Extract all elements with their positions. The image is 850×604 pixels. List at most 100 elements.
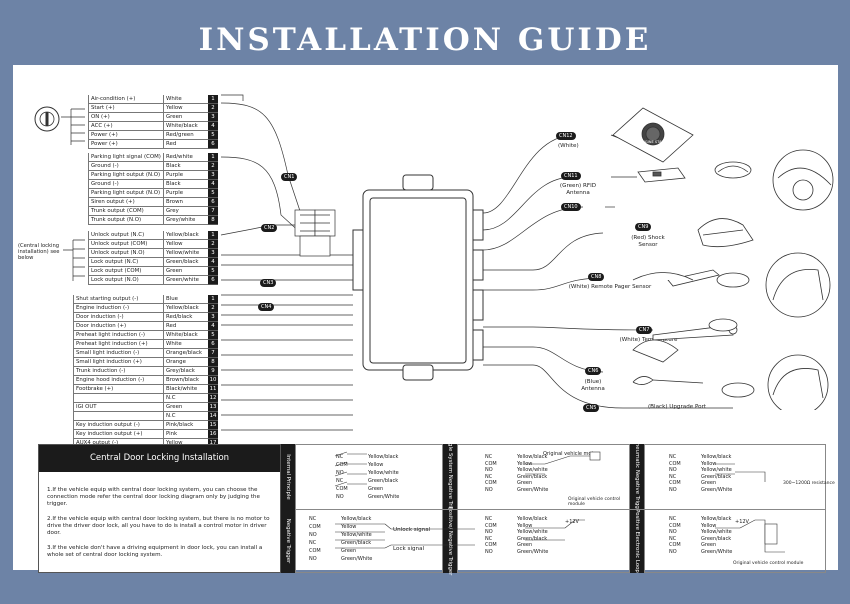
wire-color-label: Green/black (517, 535, 548, 542)
wire-function: Preheat light induction (-) (73, 331, 163, 340)
wire-function: Door induction (-) (73, 313, 163, 322)
wire-color: Green (163, 113, 208, 122)
wire-color: Red/white (163, 153, 208, 162)
wire-function: Start (+) (88, 104, 163, 113)
wire-color: Grey/white (163, 216, 208, 225)
wire-function (73, 412, 163, 421)
wire-color: Green (163, 267, 208, 276)
wire-color: White/black (163, 122, 208, 131)
engine-button-label: ENGINE START STOP (640, 140, 677, 144)
terminal-label: COM (669, 460, 681, 467)
wire-color: Black (163, 180, 208, 189)
bottom-panel-c (644, 444, 826, 573)
terminal-label: COM (669, 480, 681, 486)
wire-function: ON (+) (88, 113, 163, 122)
wire-pin-number: 6 (208, 340, 218, 349)
connector-cn10: CN10 (561, 203, 581, 211)
wire-color: Purple (163, 189, 208, 198)
wire-function: Air-condition (+) (88, 95, 163, 104)
terminal-label: NO (669, 529, 677, 535)
wire-pin-number: 3 (208, 171, 218, 180)
wire-pin-number: 3 (208, 113, 218, 122)
wire-function: Parking light output (N.O) (88, 171, 163, 180)
wire-pin-number: 6 (208, 276, 218, 285)
plus12v-label-2: +12V (735, 519, 749, 525)
connector-cn6: CN6 (585, 367, 602, 375)
terminal-label: COM (336, 486, 348, 492)
terminal-label: COM (309, 548, 321, 554)
terminal-label: COM (485, 480, 497, 486)
terminal-label: NO (669, 486, 677, 493)
wire-function: IGI OUT (73, 403, 163, 412)
main-control-module (352, 174, 484, 381)
wire-function: Trunk output (N.O) (88, 216, 163, 225)
wire-function: Lock output (N.C) (88, 258, 163, 267)
terminal-label: COM (485, 522, 497, 529)
wire-color: N.C (163, 412, 208, 421)
wire-pin-number: 1 (208, 231, 218, 240)
wire-color: Grey/black (163, 367, 208, 376)
wire-function: Parking light signal (COM) (88, 153, 163, 162)
negative-trigger-tab: Negative Trigger (281, 509, 295, 573)
cn8-label: (White) Remote Pager Sensor (568, 284, 652, 290)
lock-signal-label: Lock signal (393, 546, 425, 552)
wire-color-label: Yellow (368, 462, 384, 468)
wire-color-label: Green/White (341, 556, 373, 562)
original-control-module-label: Original vehicle control module (568, 497, 621, 507)
wire-color-label: Yellow/black (517, 516, 548, 522)
wire-color: Orange (163, 358, 208, 367)
terminal-label: COM (485, 460, 497, 467)
single-system-tab: Single System Negative Trigger (443, 434, 457, 519)
wire-color-label: Green/White (368, 494, 400, 500)
wire-color-label: Yellow (517, 460, 533, 467)
wire-color: Yellow (163, 104, 208, 113)
wire-function: ACC (+) (88, 122, 163, 131)
central-door-locking-panel: Central Door Locking Installation 1.If t… (38, 444, 281, 573)
wire-color-label: Green (701, 542, 717, 548)
wire-pin-number: 7 (208, 349, 218, 358)
wire-pin-number: 4 (208, 322, 218, 331)
positive-electronic-loop-tab: Positive Electronic Loop (630, 509, 644, 573)
wire-function: Power (+) (88, 131, 163, 140)
wire-color: Blue (163, 295, 208, 304)
bottom-panel-b (457, 444, 630, 573)
terminal-label: NC (485, 516, 493, 522)
internal-principle-tab: Internal Principle (281, 444, 295, 509)
wire-color-label: Yellow/black (701, 454, 732, 460)
wire-color: Pink (163, 430, 208, 439)
connector-cn12: CN12 (556, 132, 576, 140)
terminal-label: NC (336, 478, 344, 484)
wire-pin-number: 14 (208, 412, 218, 421)
wire-pin-number: 2 (208, 162, 218, 171)
wire-function: Siren output (+) (88, 198, 163, 207)
wire-color-label: Yellow/white (701, 529, 732, 535)
connector-cn4: CN4 (258, 303, 275, 311)
wire-color-label: Green (368, 486, 384, 492)
wire-pin-number: 9 (208, 367, 218, 376)
wire-color-label: Green (701, 480, 717, 486)
wire-pin-number: 2 (208, 104, 218, 113)
terminal-label: COM (669, 542, 681, 548)
wire-color-label: Yellow/white (517, 529, 548, 535)
wire-function: Footbrake (+) (73, 385, 163, 394)
wire-color-label: Green/White (517, 548, 549, 555)
terminal-label: NC (669, 535, 677, 542)
wire-function: Ground (-) (88, 180, 163, 189)
wire-function: Power (+) (88, 140, 163, 149)
wire-color: White (163, 340, 208, 349)
terminal-label: NO (309, 532, 317, 538)
wire-color-label: Yellow (517, 522, 533, 529)
wire-function: Small light induction (-) (73, 349, 163, 358)
